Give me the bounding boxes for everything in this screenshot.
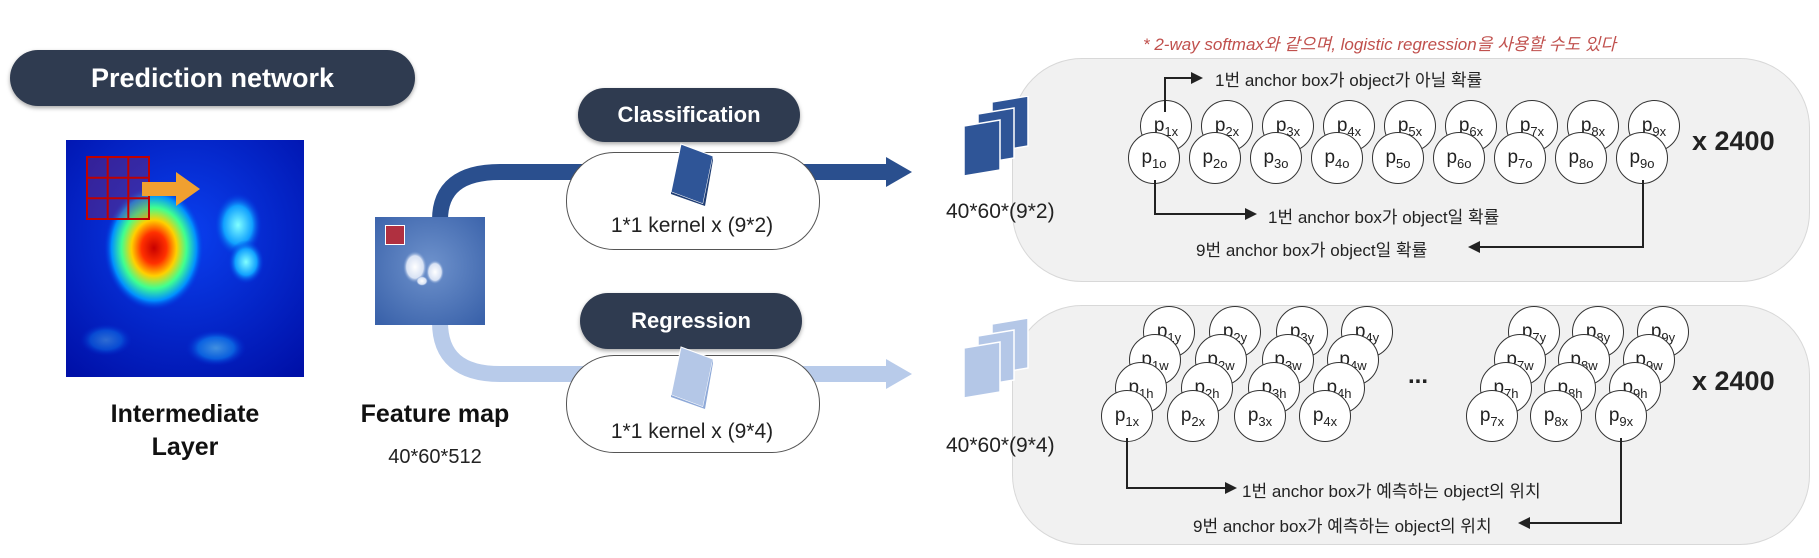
reg-circle-stack-6-front: p8x bbox=[1530, 390, 1582, 442]
class-circle-bottom-2-label: p2o bbox=[1202, 147, 1228, 171]
reg-circle-stack-1-front-label: p1x bbox=[1114, 405, 1140, 429]
class-circle-bottom-6: p6o bbox=[1433, 132, 1485, 184]
reg-circle-stack-2-front-label: p2x bbox=[1180, 405, 1206, 429]
slide-direction-arrow-icon bbox=[142, 172, 200, 206]
prediction-network-title: Prediction network bbox=[10, 50, 415, 106]
classification-title: Classification bbox=[578, 88, 800, 142]
classification-arrow-head bbox=[886, 157, 912, 187]
regression-branch-arrow bbox=[432, 321, 888, 382]
class-circle-bottom-1: p1o bbox=[1128, 132, 1180, 184]
reg-circle-stack-4-front-label: p4x bbox=[1312, 405, 1338, 429]
class-circle-bottom-2: p2o bbox=[1189, 132, 1241, 184]
class-circle-bottom-9-label: p9o bbox=[1629, 147, 1655, 171]
sliding-window-grid bbox=[86, 156, 150, 220]
class-circle-bottom-8-label: p8o bbox=[1568, 147, 1594, 171]
class-circle-bottom-3: p3o bbox=[1250, 132, 1302, 184]
regression-output-cubes bbox=[963, 318, 1029, 399]
reg-circle-stack-7-front-label: p9x bbox=[1608, 405, 1634, 429]
regression-kernel-label: 1*1 kernel x (9*4) bbox=[610, 420, 774, 443]
classification-kernel-label: 1*1 kernel x (9*2) bbox=[610, 214, 774, 237]
regression-kernel-icon bbox=[670, 346, 714, 409]
class-circle-bottom-3-label: p3o bbox=[1263, 147, 1289, 171]
intermediate-layer-label: Intermediate Layer bbox=[70, 398, 300, 464]
regression-note-position-1: 1번 anchor box가 예측하는 object의 위치 bbox=[1242, 482, 1541, 501]
class-circle-bottom-4-label: p4o bbox=[1324, 147, 1350, 171]
reg-circle-stack-5-front: p7x bbox=[1466, 390, 1518, 442]
feature-map-label: Feature map bbox=[360, 400, 510, 428]
reg-circle-stack-5-front-label: p7x bbox=[1479, 405, 1505, 429]
feature-map-window bbox=[385, 225, 405, 245]
intermediate-label-line-1: Intermediate bbox=[110, 400, 260, 428]
classification-branch-arrow bbox=[432, 164, 888, 221]
class-circle-bottom-1-label: p1o bbox=[1141, 147, 1167, 171]
reg-circle-stack-1-front: p1x bbox=[1101, 390, 1153, 442]
reg-circle-stack-6-front-label: p8x bbox=[1543, 405, 1569, 429]
intermediate-label-line-2: Layer bbox=[151, 433, 219, 461]
regression-title: Regression bbox=[580, 293, 802, 349]
classification-output-dims: 40*60*(9*2) bbox=[946, 200, 1055, 223]
regression-ellipsis: ... bbox=[1408, 362, 1429, 389]
classification-output-cubes bbox=[963, 96, 1029, 177]
regression-multiplier: x 2400 bbox=[1692, 366, 1775, 396]
classification-note-not-object: 1번 anchor box가 object가 아닐 확률 bbox=[1215, 71, 1483, 90]
regression-output-dims: 40*60*(9*4) bbox=[946, 434, 1055, 457]
class-circle-bottom-5: p5o bbox=[1372, 132, 1424, 184]
regression-note-position-9: 9번 anchor box가 예측하는 object의 위치 bbox=[1193, 517, 1492, 536]
class-circle-bottom-4: p4o bbox=[1311, 132, 1363, 184]
class-circle-bottom-7-label: p7o bbox=[1507, 147, 1533, 171]
class-circle-bottom-8: p8o bbox=[1555, 132, 1607, 184]
classification-note-object-9: 9번 anchor box가 object일 확률 bbox=[1196, 241, 1428, 260]
classification-note-object-1: 1번 anchor box가 object일 확률 bbox=[1268, 208, 1500, 227]
classification-kernel-icon bbox=[670, 143, 714, 206]
footnote: * 2-way softmax와 같으며, logistic regressio… bbox=[1143, 35, 1617, 54]
classification-multiplier: x 2400 bbox=[1692, 126, 1775, 156]
reg-circle-stack-7-front: p9x bbox=[1595, 390, 1647, 442]
class-circle-bottom-6-label: p6o bbox=[1446, 147, 1472, 171]
reg-circle-stack-4-front: p4x bbox=[1299, 390, 1351, 442]
class-circle-bottom-5-label: p5o bbox=[1385, 147, 1411, 171]
regression-arrow-head bbox=[886, 359, 912, 389]
reg-circle-stack-2-front: p2x bbox=[1167, 390, 1219, 442]
feature-map-dims: 40*60*512 bbox=[388, 446, 482, 468]
reg-circle-stack-3-front-label: p3x bbox=[1247, 405, 1273, 429]
class-circle-bottom-7: p7o bbox=[1494, 132, 1546, 184]
reg-circle-stack-3-front: p3x bbox=[1234, 390, 1286, 442]
